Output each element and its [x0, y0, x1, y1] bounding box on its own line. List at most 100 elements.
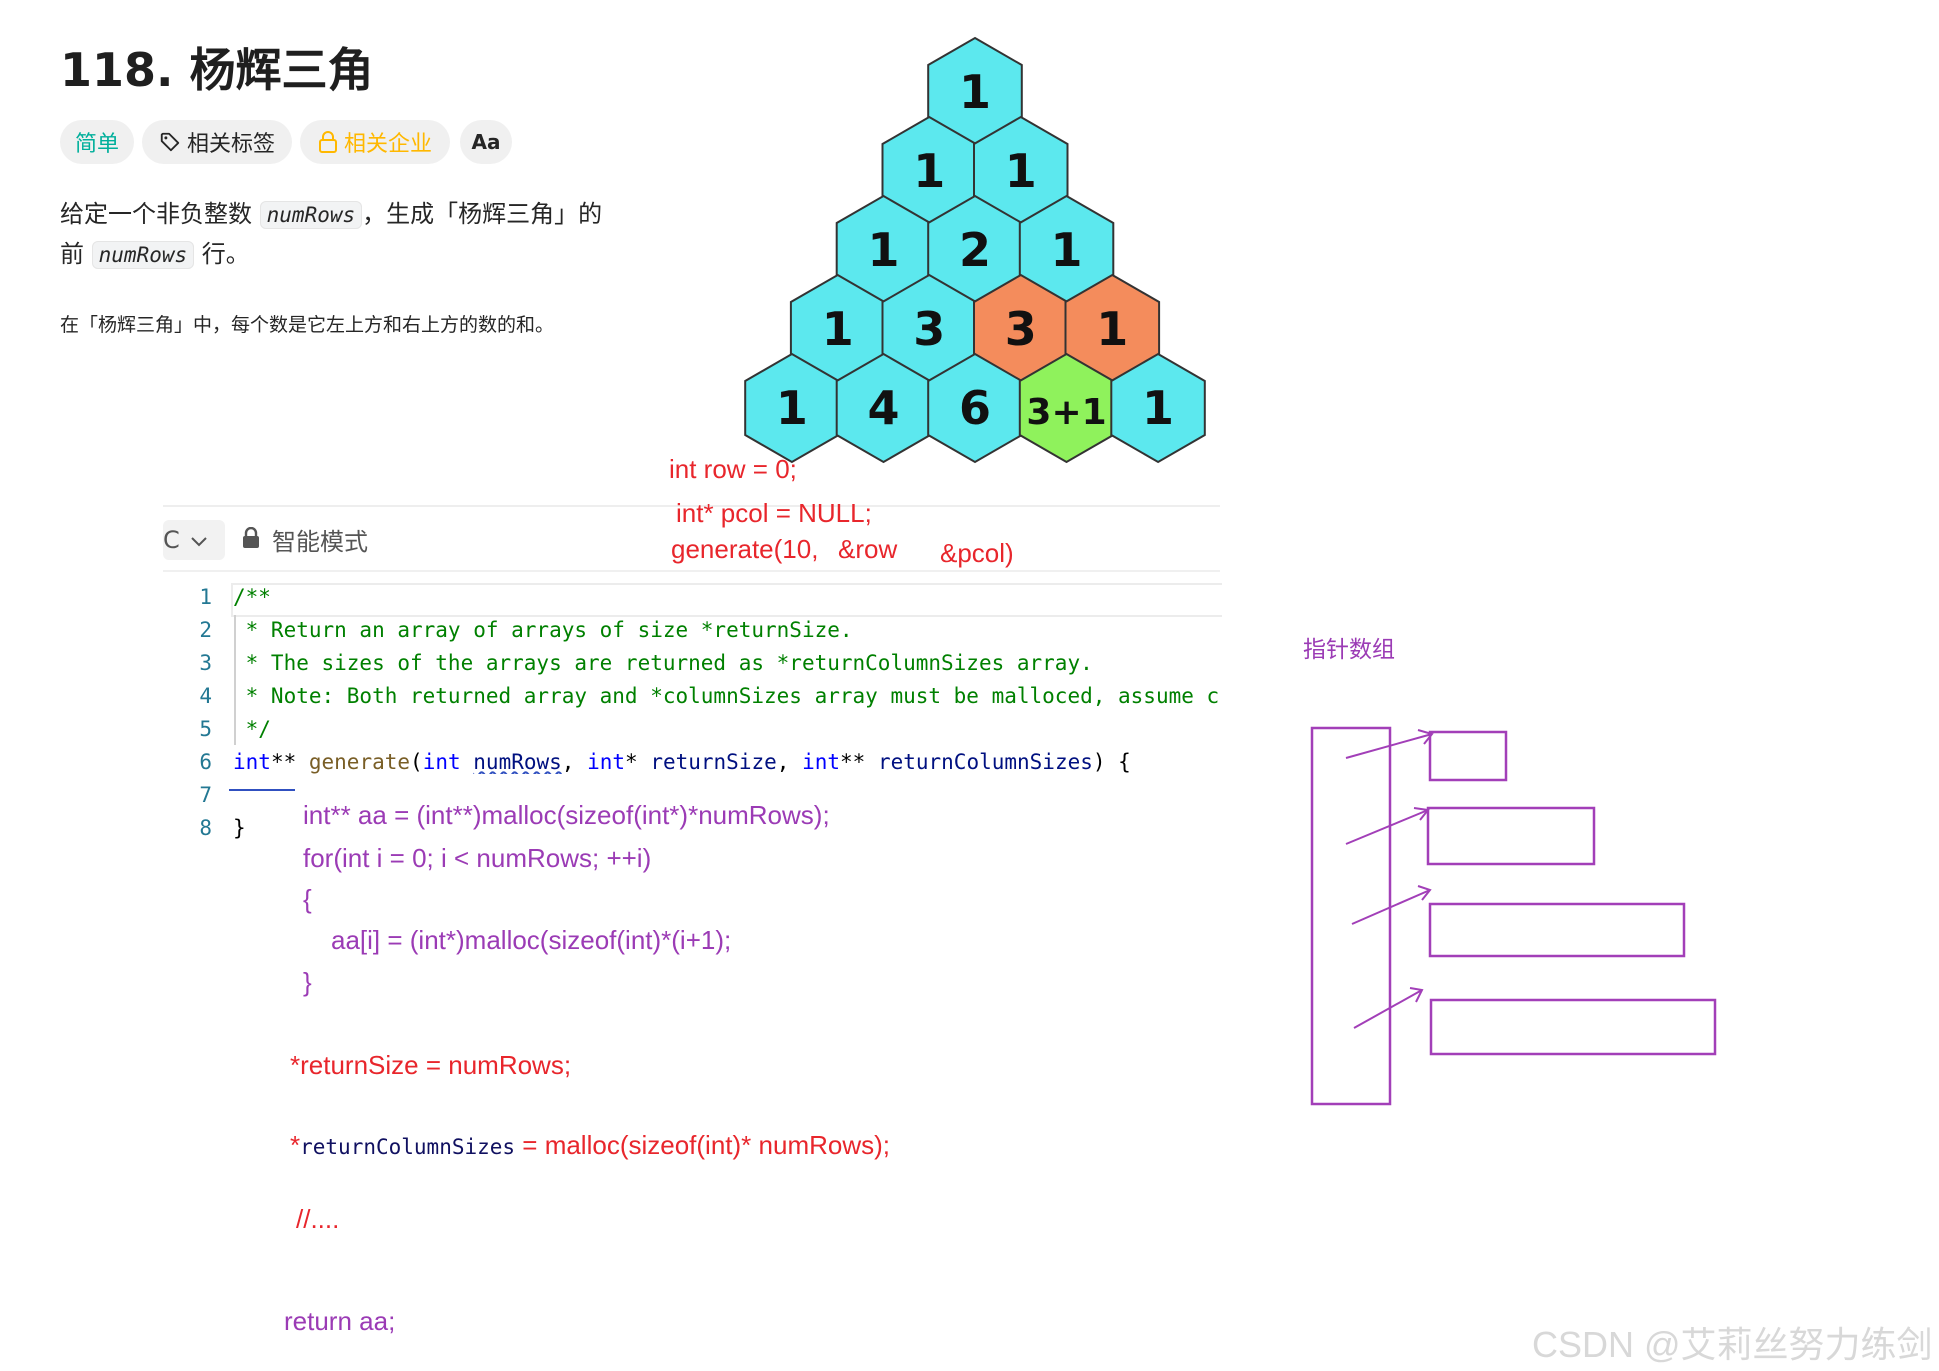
token: int [233, 750, 271, 774]
pascal-hex-value: 3 [913, 302, 945, 356]
token: numRows [473, 750, 562, 774]
code-line[interactable]: * The sizes of the arrays are returned a… [233, 651, 1093, 675]
line-number: 7 [199, 783, 212, 807]
related-tags-button[interactable]: 相关标签 [142, 120, 292, 164]
related-companies-button[interactable]: 相关企业 [300, 120, 450, 164]
pascal-hex-value: 1 [822, 302, 854, 356]
language-select[interactable]: C [163, 520, 225, 560]
desc-text: 行。 [194, 240, 250, 268]
description-line-2: 前 numRows 行。 [60, 234, 250, 275]
chevron-down-icon [190, 526, 208, 554]
token: ) { [1092, 750, 1131, 774]
line-number: 3 [199, 651, 212, 675]
line-number: 4 [199, 684, 212, 708]
line-number: 6 [199, 750, 212, 774]
token: ** [270, 750, 309, 774]
token: int [422, 750, 461, 774]
annotation-column-sizes-name: returnColumnSizes [300, 1135, 516, 1159]
annotation-call-b: &row [838, 534, 898, 564]
arrow-1 [1345, 729, 1434, 759]
pascal-hex-value: 1 [1005, 144, 1037, 198]
inline-code-numrows: numRows [259, 201, 363, 229]
token [461, 750, 474, 774]
code-line[interactable]: * Return an array of arrays of size *ret… [233, 618, 853, 642]
annotation-malloc-rows: int** aa = (int**)malloc(sizeof(int*)*nu… [303, 800, 830, 830]
problem-title: 118. 杨辉三角 [60, 43, 374, 97]
csdn-watermark: CSDN @艾莉丝努力练剑 [1532, 1324, 1933, 1365]
arrow-4 [1353, 987, 1424, 1029]
annotation-brace-close: } [303, 967, 312, 997]
smart-mode-label[interactable]: 智能模式 [272, 528, 368, 556]
pascal-hex-value: 6 [959, 381, 991, 435]
pascal-hex-value: 1 [913, 144, 945, 198]
lock-icon [318, 131, 338, 153]
code-line[interactable]: */ [233, 717, 271, 741]
language-label: C [163, 526, 180, 554]
description-rule: 在「杨辉三角」中，每个数是它左上方和右上方的数的和。 [60, 314, 555, 336]
difficulty-badge[interactable]: 简单 [60, 120, 134, 164]
pascal-hex-value: 1 [959, 65, 991, 119]
annotation-return-size: *returnSize = numRows; [290, 1050, 572, 1080]
line-number: 2 [199, 618, 212, 642]
token: * [625, 750, 651, 774]
pointer-array-column [1310, 726, 1392, 1106]
annotation-call-c: &pcol) [940, 538, 1014, 568]
desc-text: ，生成「杨辉三角」的 [362, 200, 603, 228]
pascal-hex-value: 1 [1096, 302, 1128, 356]
pascal-hex-cell [1110, 352, 1206, 464]
difficulty-label: 简单 [74, 132, 119, 157]
line-number: 5 [199, 717, 212, 741]
translate-font-button[interactable]: Aa [460, 120, 512, 164]
editor-divider [163, 505, 1220, 507]
annotation-return-aa: return aa; [284, 1306, 396, 1336]
row-array-1 [1428, 730, 1508, 782]
pascal-hex-value: 1 [867, 223, 899, 277]
code-line[interactable]: } [233, 816, 246, 840]
desc-text: 前 [60, 240, 92, 268]
annotation-row-decl: int row = 0; [669, 454, 797, 484]
annotation-brace-open: { [303, 884, 312, 914]
code-line[interactable]: /** [233, 585, 271, 609]
token: returnSize [650, 750, 777, 774]
pascal-hex-value: 4 [867, 381, 899, 435]
pointer-array-label: 指针数组 [1303, 636, 1395, 662]
token: int [587, 750, 626, 774]
arrow-2 [1345, 807, 1430, 845]
row-array-4 [1429, 998, 1717, 1056]
token: ** [840, 750, 878, 774]
pascal-hex-value: 3 [1005, 302, 1037, 356]
token: ( [410, 750, 423, 774]
arrow-3 [1351, 885, 1432, 925]
token: , [776, 750, 803, 774]
related-tags-label: 相关标签 [186, 132, 275, 157]
code-line[interactable]: * Note: Both returned array and *columnS… [245, 684, 1220, 708]
indent-guide [234, 615, 236, 745]
pointer-array-diagram [1310, 726, 1717, 1106]
code-line-signature[interactable]: int** generate(int numRows, int* returnS… [233, 750, 1131, 774]
line-number: 1 [199, 585, 212, 609]
token: , [561, 750, 588, 774]
line-number: 8 [199, 816, 212, 840]
row-array-3 [1428, 902, 1686, 958]
annotation-pcol-decl: int* pcol = NULL; [676, 498, 872, 528]
token: int [802, 750, 840, 774]
pascal-hex-value: 2 [959, 223, 991, 277]
underline-mark [229, 789, 295, 791]
pascal-hex-value: 1 [776, 381, 808, 435]
annotation-column-sizes: *returnColumnSizes = malloc(sizeof(int)*… [290, 1130, 890, 1161]
row-array-2 [1426, 806, 1596, 866]
pascal-hex-value: 3+1 [1026, 392, 1106, 433]
editor-divider [163, 570, 1220, 572]
tag-icon [159, 131, 181, 153]
token: generate [308, 750, 411, 774]
inline-code-numrows: numRows [91, 241, 195, 269]
pascal-hex-value: 1 [1051, 223, 1083, 277]
description-line-1: 给定一个非负整数 numRows，生成「杨辉三角」的 [60, 194, 602, 235]
annotation-malloc-row: aa[i] = (int*)malloc(sizeof(int)*(i+1); [331, 925, 732, 955]
related-companies-label: 相关企业 [343, 132, 432, 157]
annotation-for-loop: for(int i = 0; i < numRows; ++i) [303, 843, 652, 873]
pascal-hex-value: 1 [1142, 381, 1174, 435]
current-line-highlight [231, 583, 1222, 617]
annotation-call-a: generate(10, [671, 534, 819, 564]
